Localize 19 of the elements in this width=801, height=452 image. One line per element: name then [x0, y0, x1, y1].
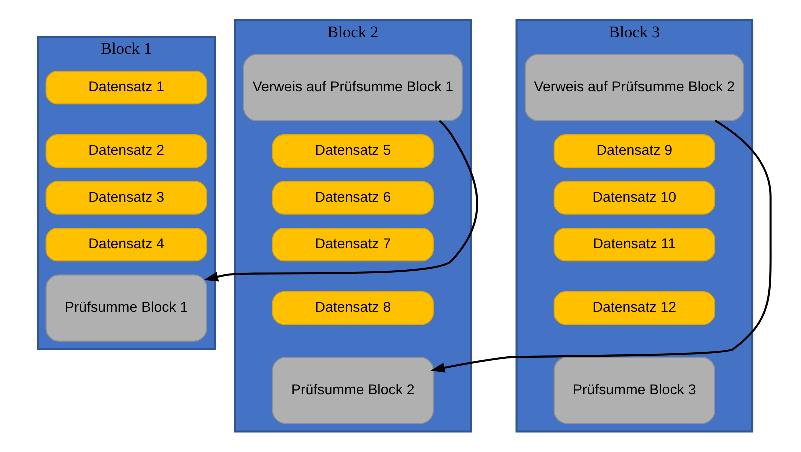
node-box: Verweis auf Prüfsumme Block 1: [243, 54, 463, 122]
node-box: Datensatz 9: [554, 134, 716, 168]
node-box: Datensatz 7: [272, 228, 434, 262]
node-box: Datensatz 12: [554, 292, 716, 326]
node-box: Verweis auf Prüfsumme Block 2: [524, 54, 744, 122]
node-box: Prüfsumme Block 1: [46, 274, 208, 342]
node-box: Datensatz 6: [272, 181, 434, 215]
node-box: Datensatz 5: [272, 134, 434, 168]
node-box: Datensatz 11: [554, 228, 716, 262]
node-box: Datensatz 1: [46, 71, 208, 105]
node-box: Datensatz 4: [46, 228, 208, 262]
node-box: Prüfsumme Block 3: [554, 357, 716, 424]
arrow: [204, 120, 478, 282]
node-box: Datensatz 8: [272, 292, 434, 326]
arrow: [430, 120, 772, 373]
node-box: Datensatz 3: [46, 181, 208, 215]
node-box: Datensatz 10: [554, 181, 716, 215]
node-box: Datensatz 2: [46, 134, 208, 168]
node-box: Prüfsumme Block 2: [272, 357, 434, 424]
